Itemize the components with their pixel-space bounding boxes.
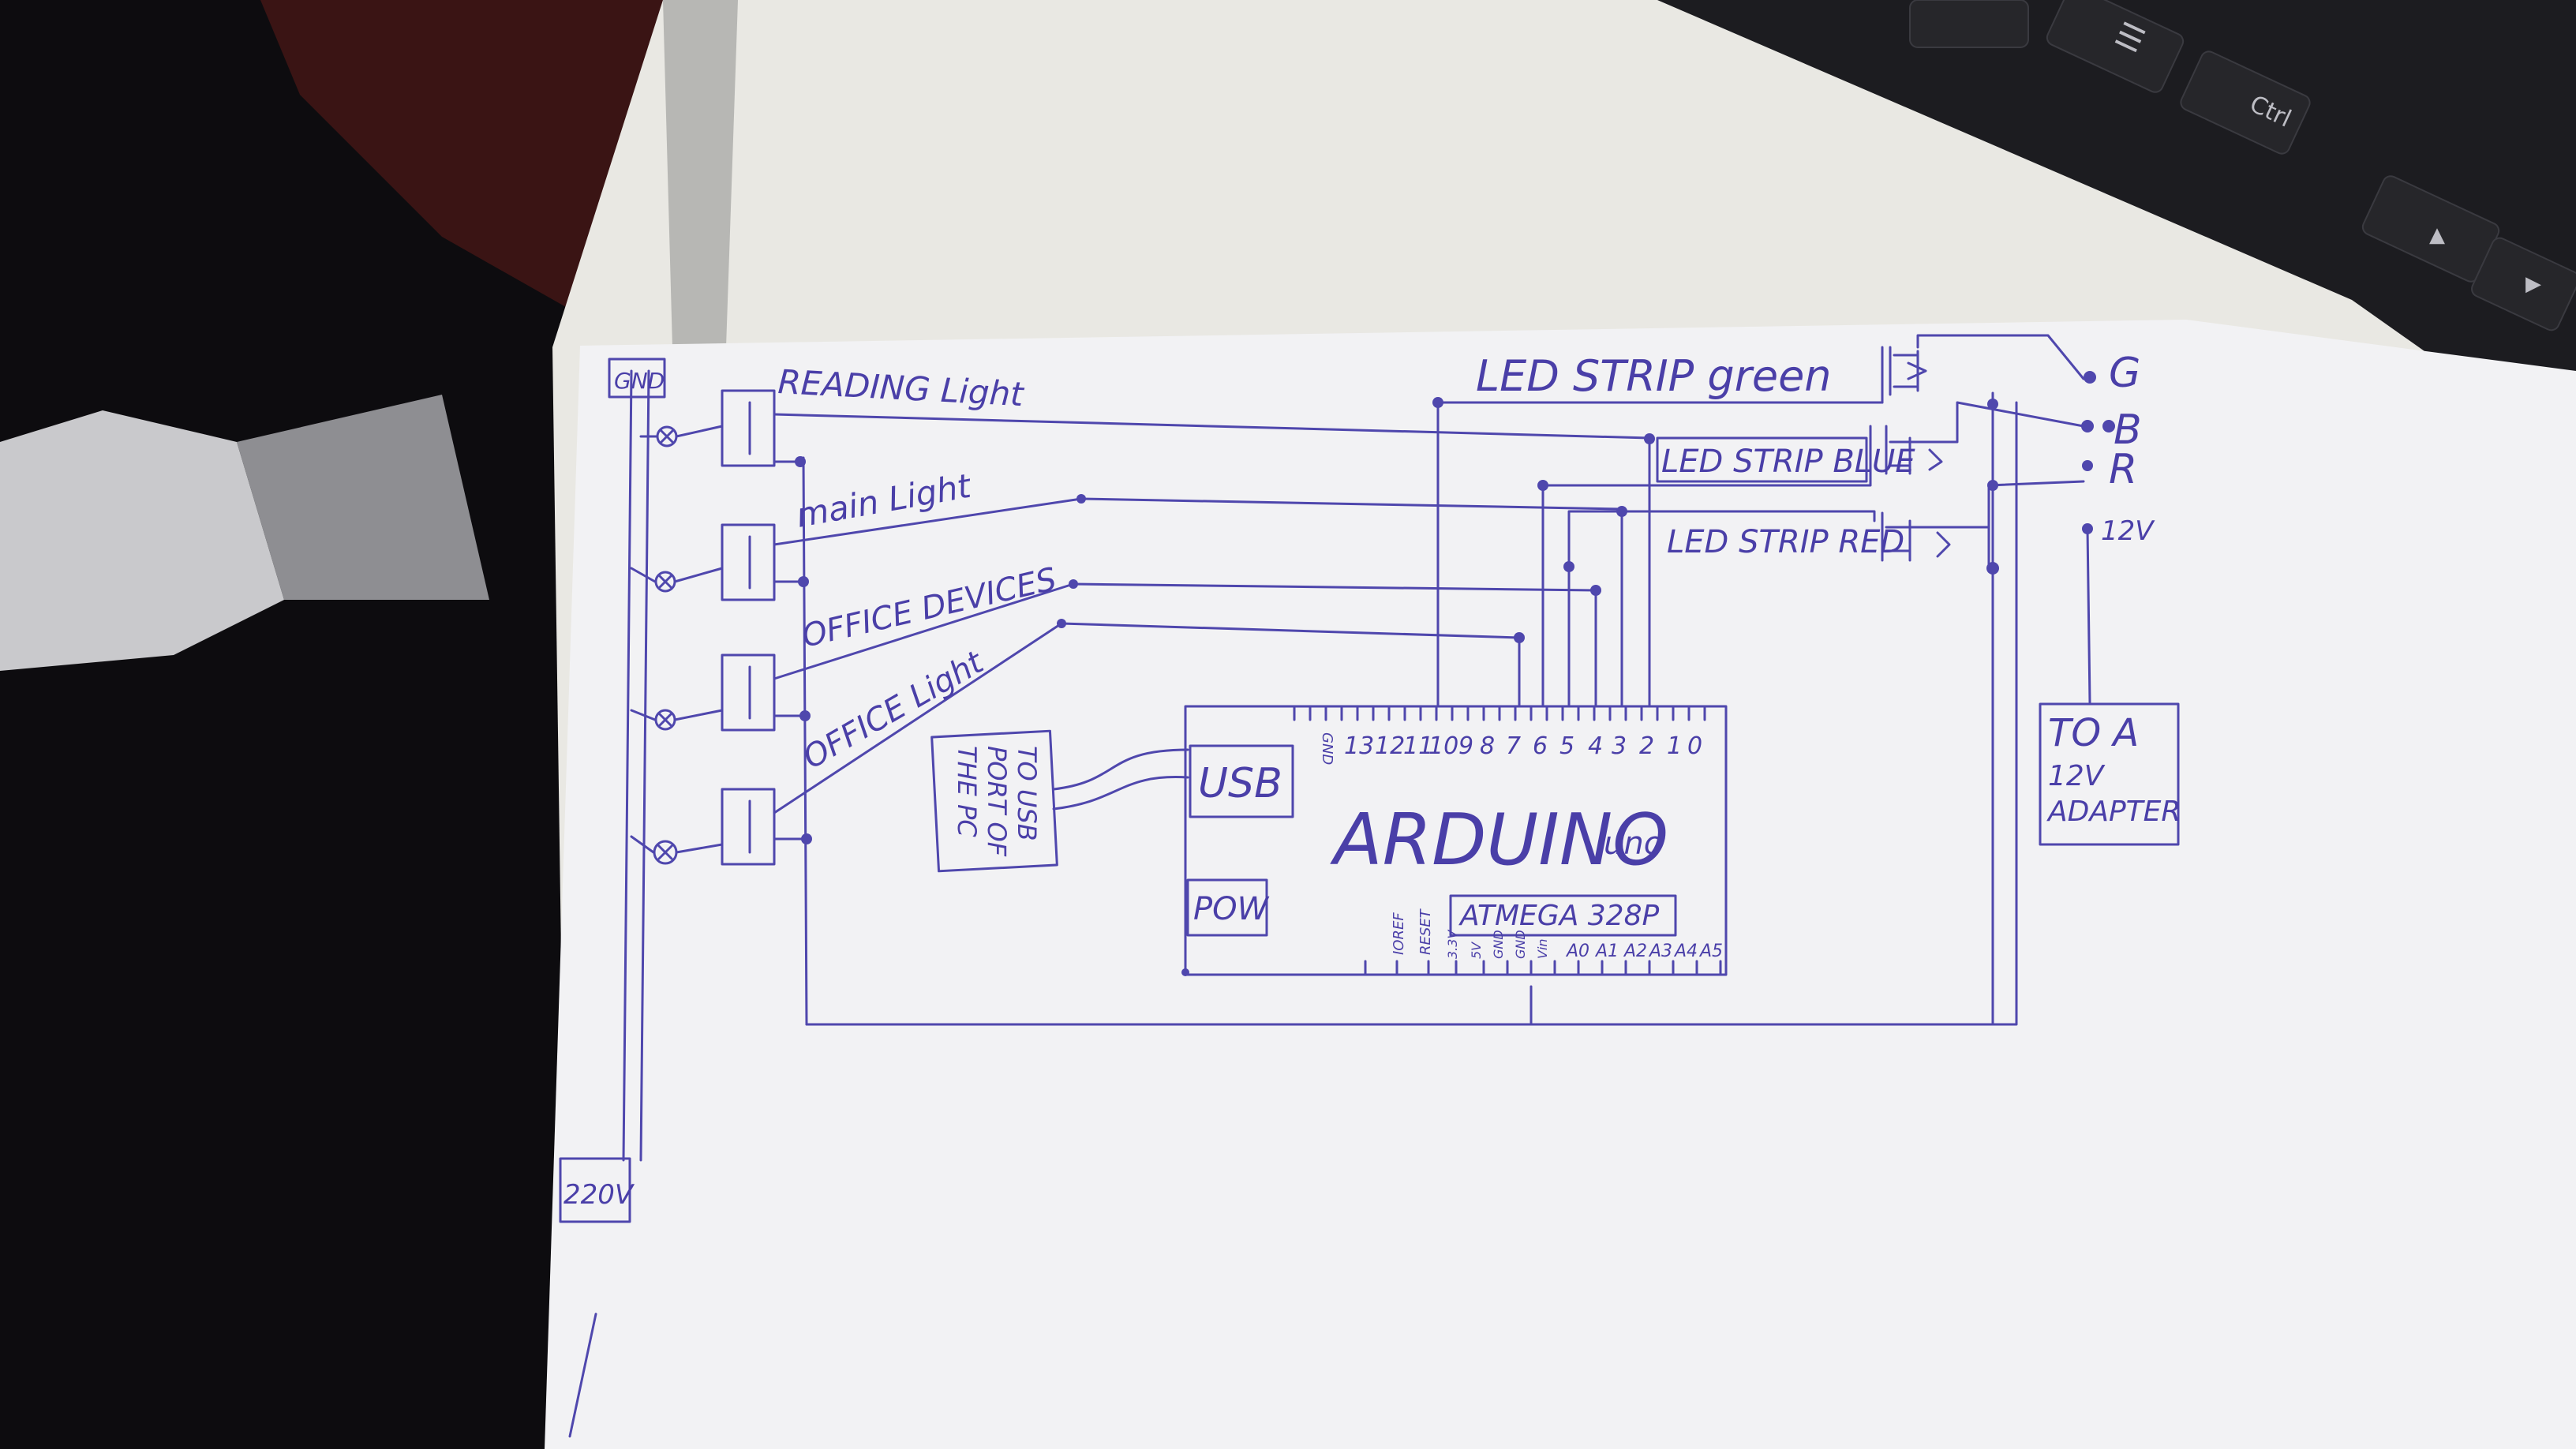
- pin-label-3: 3: [1612, 732, 1627, 760]
- terminal-12v-label: 12V: [2101, 515, 2155, 547]
- pin-label-a4: A4: [1673, 942, 1698, 961]
- pin-label-ioref: IOREF: [1391, 912, 1407, 955]
- arduino-model: uno: [1604, 826, 1663, 862]
- keyboard: ☰ Ctrl ▲ ▶: [1657, 0, 2576, 395]
- mosfet-drivers: [1436, 334, 2091, 1026]
- gnd-label: GND: [614, 368, 665, 394]
- pin-label-a1: A1: [1594, 942, 1619, 961]
- pin-label-7: 7: [1506, 732, 1521, 760]
- terminal-12v[interactable]: [2082, 523, 2093, 534]
- pin-label-a5: A5: [1698, 942, 1723, 961]
- wire-junctions: [1057, 433, 1655, 643]
- relay-reading: [639, 389, 806, 467]
- pin-label-13: 13: [1344, 732, 1374, 760]
- board-edge: [663, 0, 738, 347]
- pin-label-4: 4: [1588, 732, 1603, 760]
- keyboard-key[interactable]: [2469, 235, 2576, 332]
- keyboard-key[interactable]: [2178, 49, 2312, 156]
- paper-sheet: [545, 320, 2576, 1449]
- usb-note-box: TO USB PORT OF THE PC: [930, 729, 1058, 873]
- power-jack-label: POW: [1193, 891, 1270, 927]
- terminal-g-label: G: [2109, 350, 2140, 397]
- pin-label-a3: A3: [1648, 942, 1672, 961]
- terminal-b2[interactable]: [2102, 420, 2115, 432]
- gnd-label-box: GND: [608, 358, 666, 399]
- pin-label-vin: Vin: [1535, 938, 1550, 959]
- terminal-b-label: B: [2114, 406, 2142, 454]
- usb-port-label: USB: [1198, 760, 1282, 807]
- pin-label-10: 10: [1428, 732, 1458, 760]
- usb-cable: [1052, 748, 1189, 811]
- arrow-up-key-icon: ▲: [2429, 223, 2445, 247]
- led-strip-blue-frame: [1656, 436, 1868, 483]
- pin-label-1: 1: [1667, 732, 1682, 760]
- pin-label-12: 12: [1375, 732, 1405, 760]
- analog-pin-labels: IOREF RESET 3.3V 5V GND GND Vin A0 A1 A2…: [1391, 908, 1723, 961]
- pin-label-2: 2: [1639, 732, 1654, 760]
- pin-label-5v: 5V: [1469, 942, 1484, 959]
- chip-label: ATMEGA 328P: [1458, 900, 1659, 932]
- arduino-name: ARDUINO: [1330, 799, 1668, 882]
- red-shelf-object: [260, 0, 679, 371]
- pin-label-gnd: GND: [1319, 732, 1335, 765]
- white-box-shadow: [237, 395, 489, 600]
- stray-pen-mark: [568, 1312, 597, 1438]
- usb-note-line-2: PORT OF: [982, 746, 1012, 857]
- adapter-line-3: ADAPTER: [2046, 796, 2181, 828]
- terminal-b[interactable]: [2081, 420, 2094, 432]
- pin-label-11: 11: [1403, 732, 1433, 760]
- led-strip-red-label: LED STRIP RED: [1667, 524, 1904, 560]
- terminal-g[interactable]: [2084, 371, 2096, 384]
- pin-label-6: 6: [1533, 732, 1548, 760]
- adapter-line-1: TO A: [2048, 711, 2139, 755]
- usb-note-line-3: THE PC: [952, 746, 982, 837]
- keyboard-key[interactable]: [1909, 0, 2029, 48]
- digital-pin-labels: GND 13 12 11 10 9 8 7 6 5 4 3 2 1 0: [1319, 732, 1702, 765]
- led-strip-green-label: LED STRIP green: [1476, 351, 1832, 401]
- pin-label-5: 5: [1559, 732, 1574, 760]
- pin-label-a0: A0: [1565, 942, 1589, 961]
- arduino-board: USB POW ARDUINO uno ATMEGA 328P: [1181, 705, 1728, 976]
- power-rails: [622, 369, 2018, 1162]
- pin-label-a2: A2: [1623, 942, 1647, 961]
- mains-label: 220V: [564, 1179, 635, 1211]
- pin-label-8: 8: [1480, 732, 1495, 760]
- pin-label-gnd-a: GND: [1491, 930, 1506, 959]
- power-jack[interactable]: [1186, 878, 1268, 937]
- pin-label-3v3: 3.3V: [1445, 930, 1460, 959]
- led-strip-blue-label: LED STRIP BLUE: [1661, 444, 1915, 480]
- usb-note-line-1: TO USB: [1012, 746, 1042, 841]
- adapter-line-2: 12V: [2048, 760, 2106, 792]
- pin-label-reset: RESET: [1417, 908, 1434, 955]
- arrow-right-key-icon: ▶: [2525, 272, 2541, 296]
- mains-label-box: 220V: [559, 1157, 635, 1223]
- relay-office-devices: [630, 653, 811, 732]
- adapter-box: TO A 12V ADAPTER: [2039, 702, 2181, 846]
- relay-main: [630, 523, 809, 601]
- keyboard-key[interactable]: [2045, 0, 2186, 95]
- pin-label-0: 0: [1687, 732, 1702, 760]
- mosfet-junctions: [1986, 399, 1999, 575]
- white-box-left: [0, 410, 284, 671]
- relay-office-light: [630, 788, 812, 866]
- arduino-pin-wires: [1436, 401, 1651, 708]
- chip: [1449, 894, 1677, 937]
- terminal-r-label: R: [2109, 446, 2137, 493]
- pin-label-9: 9: [1458, 732, 1473, 760]
- terminal-r[interactable]: [2082, 460, 2093, 471]
- pin-label-gnd-b: GND: [1513, 930, 1528, 959]
- output-terminals: [2081, 371, 2115, 534]
- usb-port[interactable]: [1189, 744, 1294, 818]
